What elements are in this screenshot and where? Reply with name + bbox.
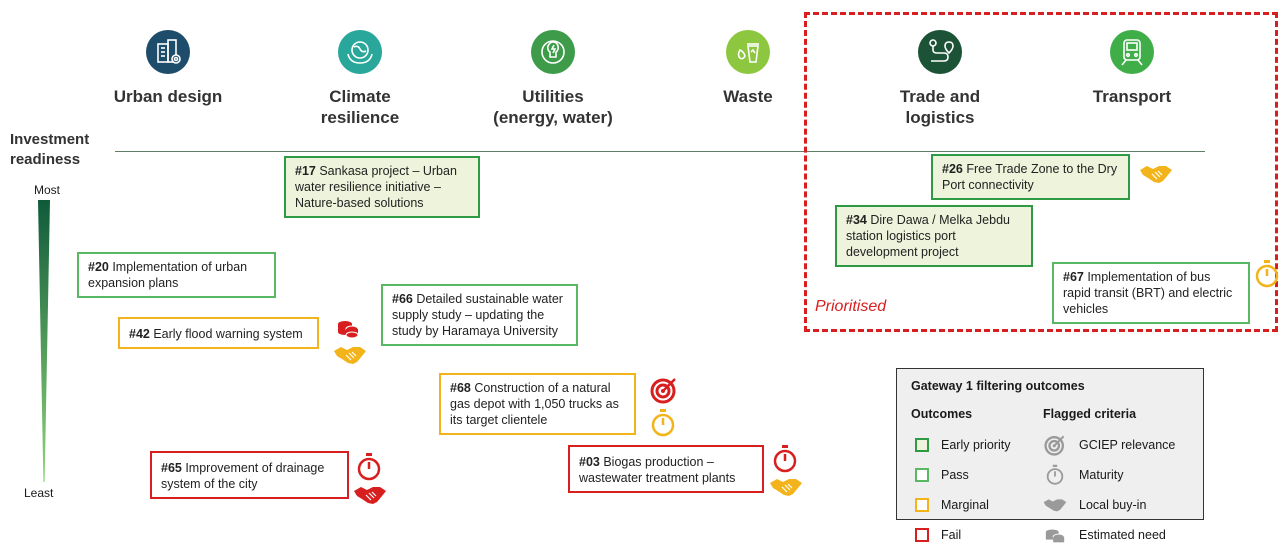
route-pin-icon	[918, 30, 962, 74]
legend-outcome-pass: Pass	[915, 465, 969, 485]
legend-swatch	[915, 528, 929, 542]
sector-urban-design: Urban design	[93, 30, 243, 107]
sector-trade-logistics: Trade and logistics	[865, 30, 1015, 128]
project-34[interactable]: #34 Dire Dawa / Melka Jebdu station logi…	[835, 205, 1033, 267]
stopwatch-icon	[1046, 464, 1064, 485]
globe-hands-icon	[338, 30, 382, 74]
target-icon	[650, 378, 676, 404]
sector-utilities: Utilities (energy, water)	[478, 30, 628, 128]
train-icon	[1110, 30, 1154, 74]
sector-transport: Transport	[1057, 30, 1207, 107]
energy-bulb-icon	[531, 30, 575, 74]
legend-swatch	[915, 468, 929, 482]
sector-title: Transport	[1092, 87, 1172, 106]
legend-swatch	[915, 498, 929, 512]
axis-least-label: Least	[24, 486, 54, 500]
legend-panel: Gateway 1 filtering outcomes Outcomes Fl…	[896, 368, 1204, 543]
legend-criterion-maturity: Maturity	[1043, 464, 1123, 485]
stopwatch-icon	[651, 409, 675, 437]
project-20[interactable]: #20 Implementation of urban expansion pl…	[77, 252, 276, 298]
project-65[interactable]: #65 Improvement of drainage system of th…	[150, 451, 349, 499]
handshake-icon	[1043, 499, 1067, 512]
legend-criterion-local-buy-in: Local buy-in	[1043, 495, 1146, 515]
building-gear-icon	[146, 30, 190, 74]
axis-most-label: Most	[34, 183, 61, 197]
sector-waste: Waste	[673, 30, 823, 107]
legend-criterion-gciep: GCIEP relevance	[1043, 435, 1175, 456]
stopwatch-icon	[357, 453, 381, 481]
sector-title: Climate resilience	[320, 87, 400, 127]
sector-title: Utilities (energy, water)	[493, 87, 613, 127]
sector-climate-resilience: Climate resilience	[285, 30, 435, 128]
prioritised-label: Prioritised	[815, 298, 887, 315]
handshake-icon	[1140, 166, 1172, 183]
legend-outcome-marginal: Marginal	[915, 495, 989, 515]
sector-title: Trade and logistics	[899, 87, 981, 127]
legend-outcome-early-priority: Early priority	[915, 435, 1010, 455]
readiness-gradient-bar	[38, 200, 50, 482]
sector-title: Urban design	[113, 87, 223, 106]
handshake-icon	[354, 487, 386, 504]
project-42[interactable]: #42 Early flood warning system	[118, 317, 319, 349]
stopwatch-icon	[773, 445, 797, 473]
sector-title: Waste	[723, 87, 773, 106]
coins-icon	[338, 321, 359, 339]
target-icon	[1044, 435, 1065, 456]
project-68[interactable]: #68 Construction of a natural gas depot …	[439, 373, 636, 435]
project-17[interactable]: #17 Sankasa project – Urban water resili…	[284, 156, 480, 218]
legend-title: Gateway 1 filtering outcomes	[911, 379, 1085, 393]
handshake-icon	[334, 347, 366, 364]
handshake-icon	[770, 479, 802, 496]
stopwatch-icon	[1255, 260, 1279, 288]
axis-label: Investment readiness	[10, 131, 90, 168]
coins-icon	[1045, 529, 1065, 543]
legend-outcome-fail: Fail	[915, 525, 961, 545]
sector-divider	[115, 151, 1205, 152]
project-26[interactable]: #26 Free Trade Zone to the Dry Port conn…	[931, 154, 1130, 200]
project-66[interactable]: #66 Detailed sustainable water supply st…	[381, 284, 578, 346]
legend-criterion-estimated-need: Estimated need	[1043, 525, 1166, 545]
legend-swatch	[915, 438, 929, 452]
project-03[interactable]: #03 Biogas production – wastewater treat…	[568, 445, 764, 493]
project-67[interactable]: #67 Implementation of bus rapid transit …	[1052, 262, 1250, 324]
legend-outcomes-header: Outcomes	[911, 407, 973, 421]
prioritised-region	[804, 12, 1278, 332]
recycle-bin-icon	[726, 30, 770, 74]
legend-criteria-header: Flagged criteria	[1043, 407, 1137, 421]
